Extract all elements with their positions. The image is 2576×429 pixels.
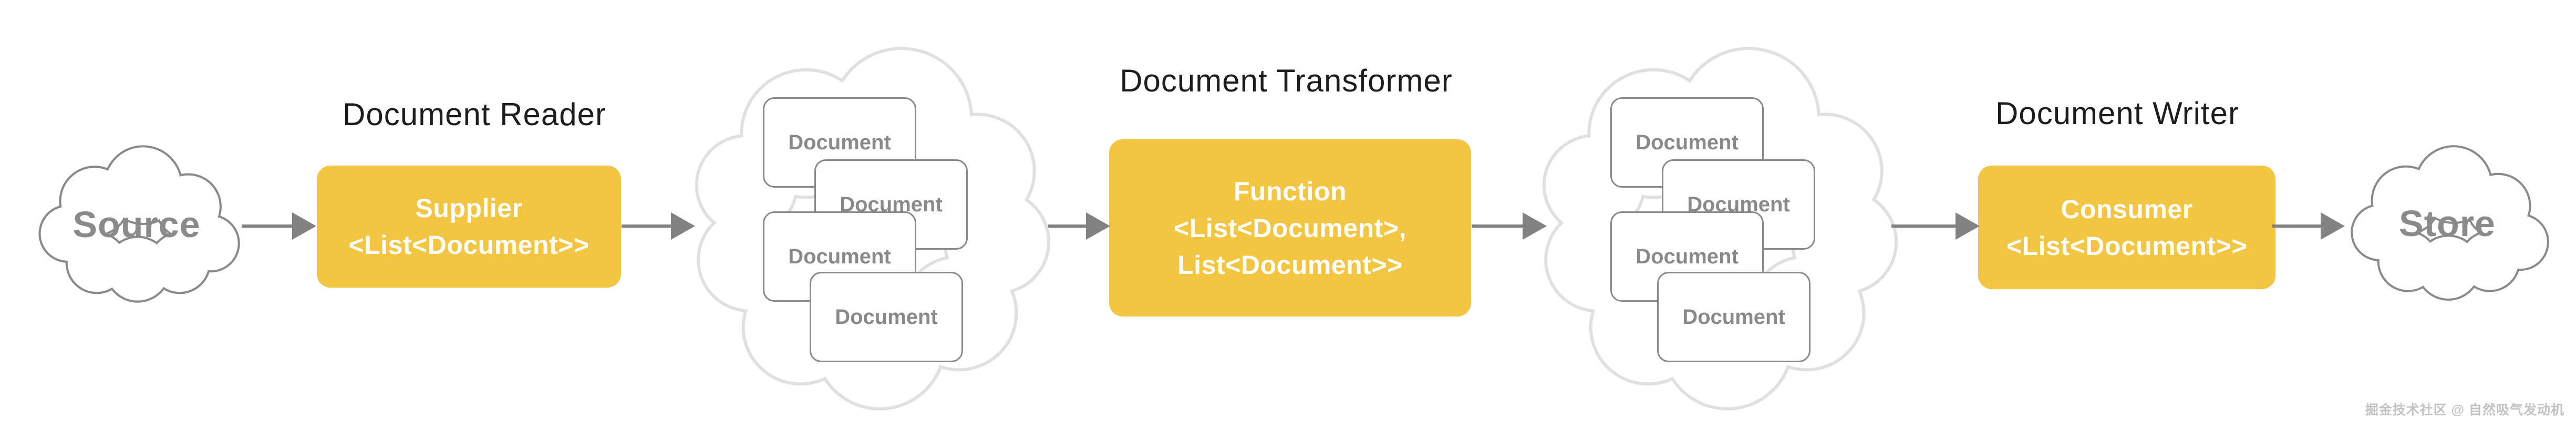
arrow-documents-to-writer — [1891, 212, 1980, 240]
document-card-label: Document — [1682, 305, 1785, 329]
source-cloud-node: Source — [29, 141, 244, 308]
document-card: Document — [1657, 272, 1811, 362]
writer-title: Document Writer — [1995, 96, 2240, 131]
documents-cloud-a: Document Document Document Document — [691, 45, 1051, 418]
function-box-line1: Function — [1233, 176, 1347, 206]
document-card-label: Document — [788, 130, 891, 154]
arrow-transformer-to-documents — [1472, 212, 1547, 240]
arrow-writer-to-store — [2272, 212, 2345, 240]
arrow-reader-to-documents — [622, 212, 695, 240]
document-card-label: Document — [1636, 130, 1739, 154]
store-cloud-node: Store — [2341, 141, 2553, 306]
arrow-documents-to-transformer — [1048, 212, 1110, 240]
document-card-label: Document — [788, 244, 891, 268]
function-box-line3: List<Document>> — [1177, 250, 1403, 280]
document-card: Document — [810, 272, 963, 362]
consumer-box-line1: Consumer — [2061, 194, 2193, 224]
consumer-box-line2: <List<Document>> — [2006, 231, 2248, 261]
supplier-box: Supplier <List<Document>> — [317, 166, 621, 288]
document-card-label: Document — [1636, 244, 1739, 268]
documents-cloud-b: Document Document Document Document — [1538, 45, 1898, 418]
source-cloud-shape — [29, 141, 244, 308]
store-cloud-shape — [2341, 141, 2553, 306]
supplier-box-line2: <List<Document>> — [348, 230, 589, 260]
function-box: Function <List<Document>, List<Document>… — [1109, 139, 1471, 316]
arrow-source-to-reader — [242, 212, 316, 240]
consumer-box: Consumer <List<Document>> — [1978, 166, 2275, 289]
watermark-text: 掘金技术社区 @ 自然吸气发动机 — [2365, 403, 2564, 417]
reader-title: Document Reader — [343, 97, 606, 132]
transformer-title: Document Transformer — [1120, 63, 1453, 98]
document-card-label: Document — [835, 305, 938, 329]
supplier-box-line1: Supplier — [415, 193, 523, 223]
function-box-line2: <List<Document>, — [1174, 213, 1406, 243]
